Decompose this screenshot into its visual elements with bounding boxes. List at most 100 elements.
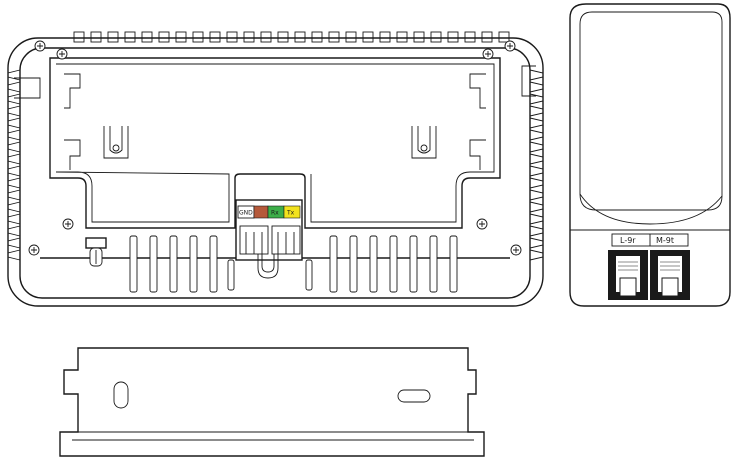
fin: [7, 189, 21, 201]
fin: [529, 177, 544, 189]
top-fin: [447, 31, 459, 43]
fin: [7, 165, 21, 177]
top-fin: [158, 31, 170, 43]
fin: [7, 129, 21, 141]
bottom-vent-slots: [129, 235, 458, 293]
top-fin: [90, 31, 102, 43]
top-fin: [345, 31, 357, 43]
slot-right: [411, 126, 437, 159]
terminal-plug-details: [245, 232, 295, 254]
top-fin: [481, 31, 493, 43]
vent-slot: [409, 235, 418, 293]
top-fin: [311, 31, 323, 43]
fin: [529, 213, 544, 225]
side-tab-left: [14, 77, 41, 99]
small-connector-left: [85, 237, 107, 267]
device-outer-body: [7, 37, 544, 307]
top-heatsink-fins: [73, 31, 510, 43]
fin: [7, 237, 21, 249]
fin: [7, 93, 21, 105]
terminal-tx-cell: [283, 205, 301, 219]
bracket-hole-left: [113, 381, 129, 409]
hook-bracket-bottom-left: [64, 139, 81, 170]
terminal-brown-cell: [253, 205, 269, 219]
fin: [7, 117, 21, 129]
fin: [7, 213, 21, 225]
top-fin: [243, 31, 255, 43]
fin: [7, 225, 21, 237]
vent-slot: [169, 235, 178, 293]
bracket-inner-lines: [72, 431, 474, 441]
fin: [7, 141, 21, 153]
vent-slot: [449, 235, 458, 293]
screw-icon: [62, 218, 74, 230]
terminal-tx-label: Tx: [286, 210, 295, 217]
top-fin: [362, 31, 374, 43]
screw-icon: [482, 48, 494, 60]
main-device-back-view: GND Rx Tx: [7, 31, 544, 307]
slot-left: [103, 126, 129, 159]
fin: [7, 249, 21, 261]
mounting-plate: [49, 57, 501, 229]
fin: [529, 69, 544, 81]
slot-right-hole: [420, 144, 428, 152]
fin: [529, 165, 544, 177]
fin: [529, 201, 544, 213]
bracket-hole-right: [397, 389, 431, 403]
top-fin: [226, 31, 238, 43]
slot-left-hole: [112, 144, 120, 152]
fin: [7, 69, 21, 81]
fin: [529, 153, 544, 165]
right-heatsink-fins: [529, 69, 544, 261]
rj-port-right: [650, 250, 690, 300]
mounting-plate-inner: [55, 63, 495, 223]
side-unit-top-panel: [579, 11, 723, 211]
side-unit-panel-edge: [579, 193, 723, 225]
top-fin: [498, 31, 510, 43]
screw-icon: [510, 244, 522, 256]
top-fin: [328, 31, 340, 43]
vent-slot: [429, 235, 438, 293]
top-fin: [260, 31, 272, 43]
fin: [529, 141, 544, 153]
fin: [529, 225, 544, 237]
top-fin: [107, 31, 119, 43]
rj-port-left: [608, 250, 648, 300]
fin: [529, 93, 544, 105]
vent-slot: [349, 235, 358, 293]
fin: [529, 129, 544, 141]
hook-bracket-top-right: [469, 73, 486, 109]
fin: [529, 237, 544, 249]
vent-slot: [149, 235, 158, 293]
top-fin: [209, 31, 221, 43]
top-fin: [294, 31, 306, 43]
terminal-block: GND Rx Tx: [235, 199, 303, 279]
side-tab-right: [521, 65, 536, 97]
fin: [7, 153, 21, 165]
fin: [7, 105, 21, 117]
vent-slot: [369, 235, 378, 293]
screw-icon: [56, 48, 68, 60]
vent-slot: [189, 235, 198, 293]
top-fin: [430, 31, 442, 43]
terminal-wires: [257, 254, 279, 279]
vent-slot: [227, 259, 235, 291]
port-left-label: L-9r: [620, 236, 636, 245]
screw-icon: [34, 40, 46, 52]
top-fin: [175, 31, 187, 43]
hook-bracket-bottom-right: [469, 139, 486, 170]
side-unit-body: [569, 3, 731, 307]
screws: [28, 40, 522, 256]
top-fin: [277, 31, 289, 43]
top-fin: [396, 31, 408, 43]
port-right-label: M-9t: [656, 236, 674, 245]
vent-slot: [329, 235, 338, 293]
top-fin: [141, 31, 153, 43]
screw-icon: [504, 40, 516, 52]
vent-slot: [129, 235, 138, 293]
hook-bracket-top-left: [64, 73, 81, 109]
vent-slot: [389, 235, 398, 293]
fin: [529, 249, 544, 261]
fin: [529, 189, 544, 201]
fin: [529, 117, 544, 129]
